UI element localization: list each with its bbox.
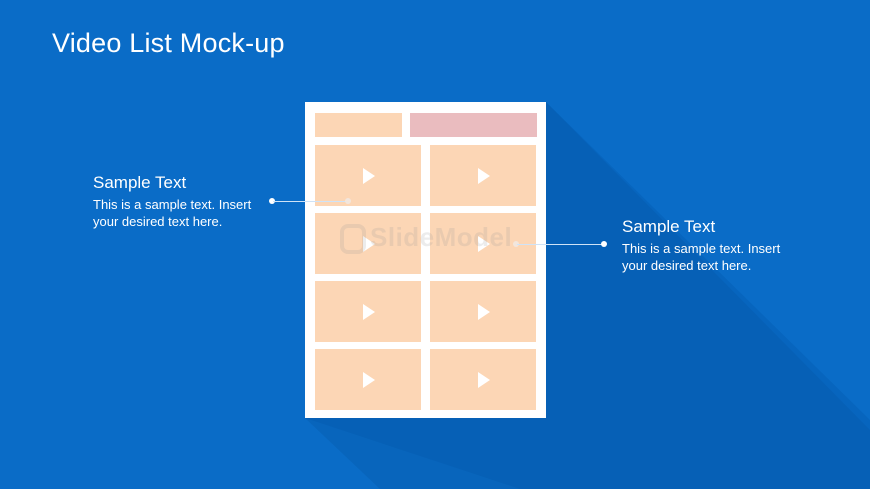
play-icon (478, 168, 490, 184)
video-thumbnail (315, 145, 421, 206)
video-thumbnail (430, 349, 536, 410)
watermark-logo-icon (340, 224, 366, 255)
callout-left-body: This is a sample text. Insert your desir… (93, 197, 252, 229)
play-icon (363, 236, 375, 252)
connector-line-left (273, 201, 347, 202)
connector-dot-left-outer (269, 198, 275, 204)
play-icon (478, 304, 490, 320)
video-thumbnail (430, 145, 536, 206)
play-icon (478, 236, 490, 252)
callout-right-body: This is a sample text. Insert your desir… (622, 241, 781, 273)
connector-line-right (517, 244, 604, 245)
video-list-mockup (305, 102, 546, 418)
callout-left: Sample Text This is a sample text. Inser… (93, 173, 258, 230)
callout-right: Sample Text This is a sample text. Inser… (622, 217, 787, 274)
callout-right-heading: Sample Text (622, 217, 716, 236)
connector-dot-left-inner (345, 198, 351, 204)
video-thumbnail (315, 281, 421, 342)
header-bar-left (315, 113, 402, 137)
video-thumbnail (315, 213, 421, 274)
play-icon (478, 372, 490, 388)
video-thumbnail (315, 349, 421, 410)
play-icon (363, 168, 375, 184)
connector-dot-right-inner (513, 241, 519, 247)
callout-left-heading: Sample Text (93, 173, 187, 192)
watermark: SlideModel (340, 222, 512, 255)
header-bar-right (410, 113, 537, 137)
play-icon (363, 304, 375, 320)
play-icon (363, 372, 375, 388)
connector-dot-right-outer (601, 241, 607, 247)
slide-title: Video List Mock-up (52, 28, 285, 58)
video-thumbnail (430, 281, 536, 342)
